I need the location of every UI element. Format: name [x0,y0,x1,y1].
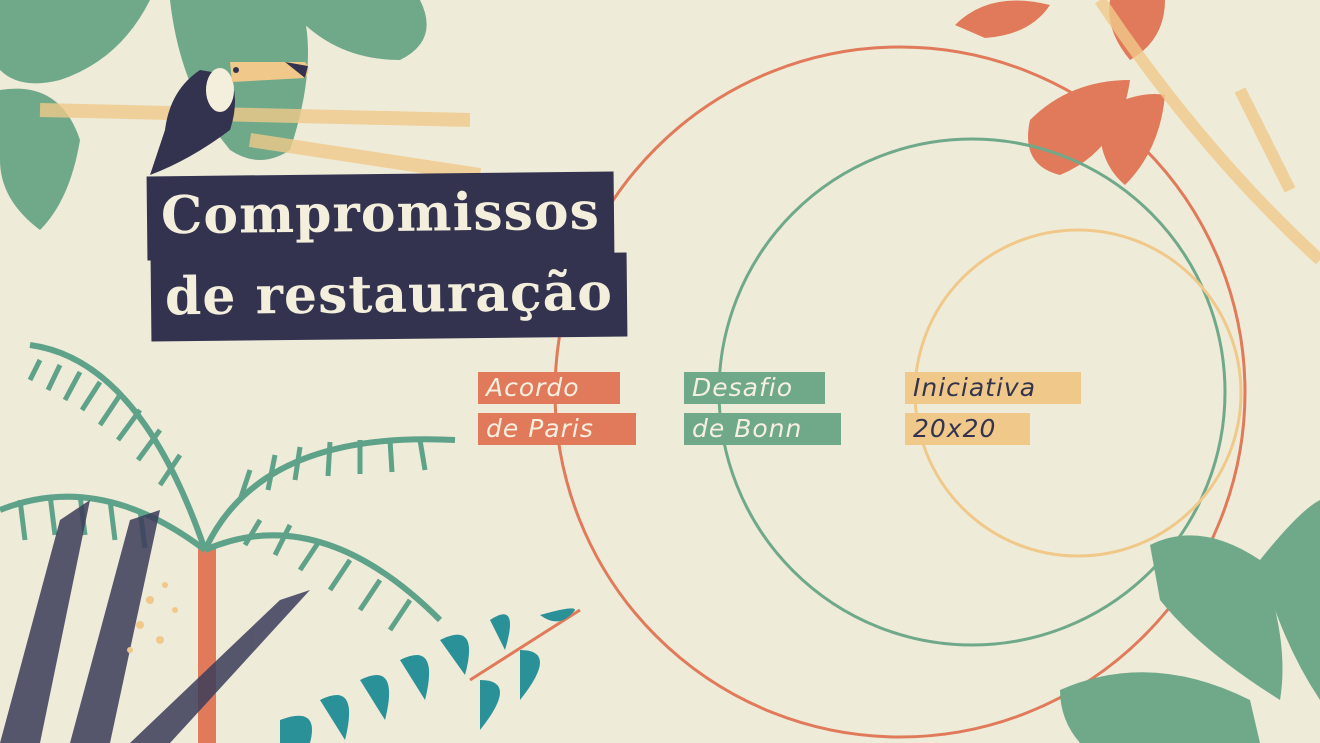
label-iniciativa-line-2: 20x20 [905,413,1030,445]
label-acordo-line-2: de Paris [478,413,636,445]
toucan-icon [150,62,309,175]
label-acordo-line-1: Acordo [478,372,620,404]
bottom-right-leaves [1060,500,1320,743]
top-right-leaves [955,0,1165,185]
page-title-line-1: Compromissos [146,171,615,261]
label-desafio-line-2: de Bonn [684,413,841,445]
label-iniciativa-line-1: Iniciativa [905,372,1081,404]
teal-fern [280,608,581,743]
page-title-line-2: de restauração [150,252,628,342]
yellow-dots [127,582,178,653]
branch-right [1095,0,1320,265]
dark-leaves [0,500,310,743]
label-desafio-line-1: Desafio [684,372,825,404]
branch-top [39,103,482,182]
